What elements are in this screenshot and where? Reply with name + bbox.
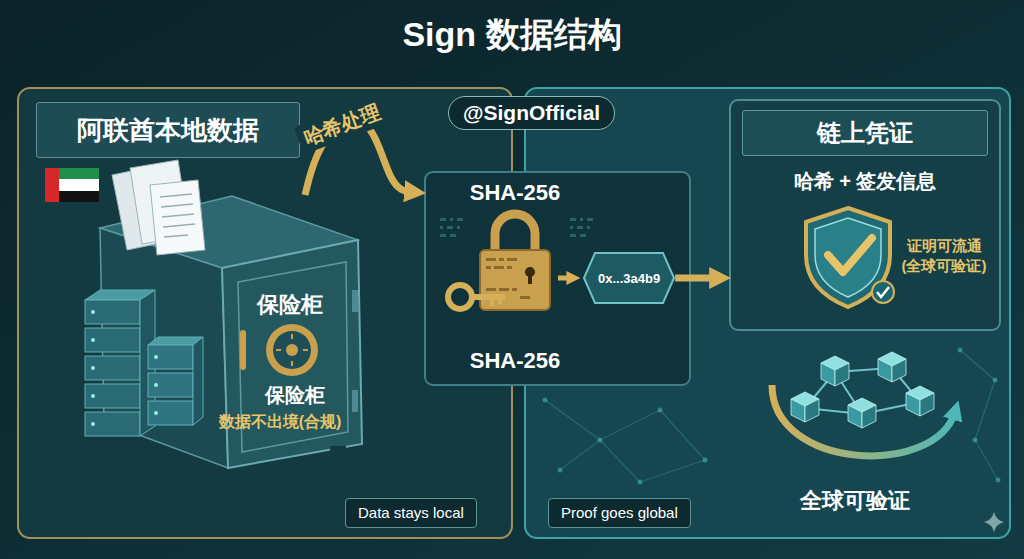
status-badge: Proof goes global (548, 498, 691, 528)
hash-text: 0x...3a4b9 (598, 253, 660, 305)
diagram-title: Sign 数据结构 (0, 12, 1024, 58)
safe-box: 保险柜保险柜数据不出境(合规) (95, 195, 375, 475)
algorithm-label: SHA-256 (470, 348, 560, 374)
sparkle-mark (984, 512, 1004, 532)
flow-arrow (675, 275, 718, 282)
hash-box: SHA-256SHA-2560x...3a4b9 (425, 172, 690, 385)
document-stack (112, 160, 205, 255)
badge-text: Data stays local (358, 504, 464, 521)
status-badge: Data stays local (345, 498, 477, 528)
badge-text: @SignOfficial (463, 101, 600, 125)
edge-label: 哈希处理 (294, 95, 390, 154)
credential-box-ground (730, 100, 1000, 330)
safe-label: 保险柜 (257, 290, 323, 320)
uae-flag (45, 168, 99, 202)
caption-label: 全球可验证 (800, 486, 910, 516)
compliance-note: 数据不出境(合规) (219, 412, 342, 433)
key-icon (448, 285, 505, 309)
account-badge: @SignOfficial (448, 96, 615, 130)
server-stacks (85, 290, 203, 436)
credential-box: 链上凭证哈希 + 签发信息证明可流通 (全球可验证) (730, 100, 1000, 330)
box-subtitle: 哈希 + 签发信息 (794, 168, 937, 195)
binary-texture (440, 218, 593, 237)
chain-blocks (791, 352, 934, 428)
proof-note: 证明可流通 (全球可验证) (898, 236, 990, 277)
hash-output-arrow (558, 276, 572, 281)
box-heading: 链上凭证 (742, 110, 988, 156)
safe-label: 保险柜 (265, 382, 325, 409)
algorithm-label: SHA-256 (470, 180, 560, 206)
hash-box-ground (425, 172, 690, 385)
cycle-arrow (772, 385, 955, 456)
shield-icon (806, 208, 894, 307)
hash-value: 0x...3a4b9 (583, 252, 675, 304)
panel-heading: 阿联酋本地数据 (36, 102, 300, 158)
region-panel: 阿联酋本地数据保险柜保险柜数据不出境(合规)Data stays local (18, 88, 512, 538)
badge-text: Proof goes global (561, 504, 678, 521)
